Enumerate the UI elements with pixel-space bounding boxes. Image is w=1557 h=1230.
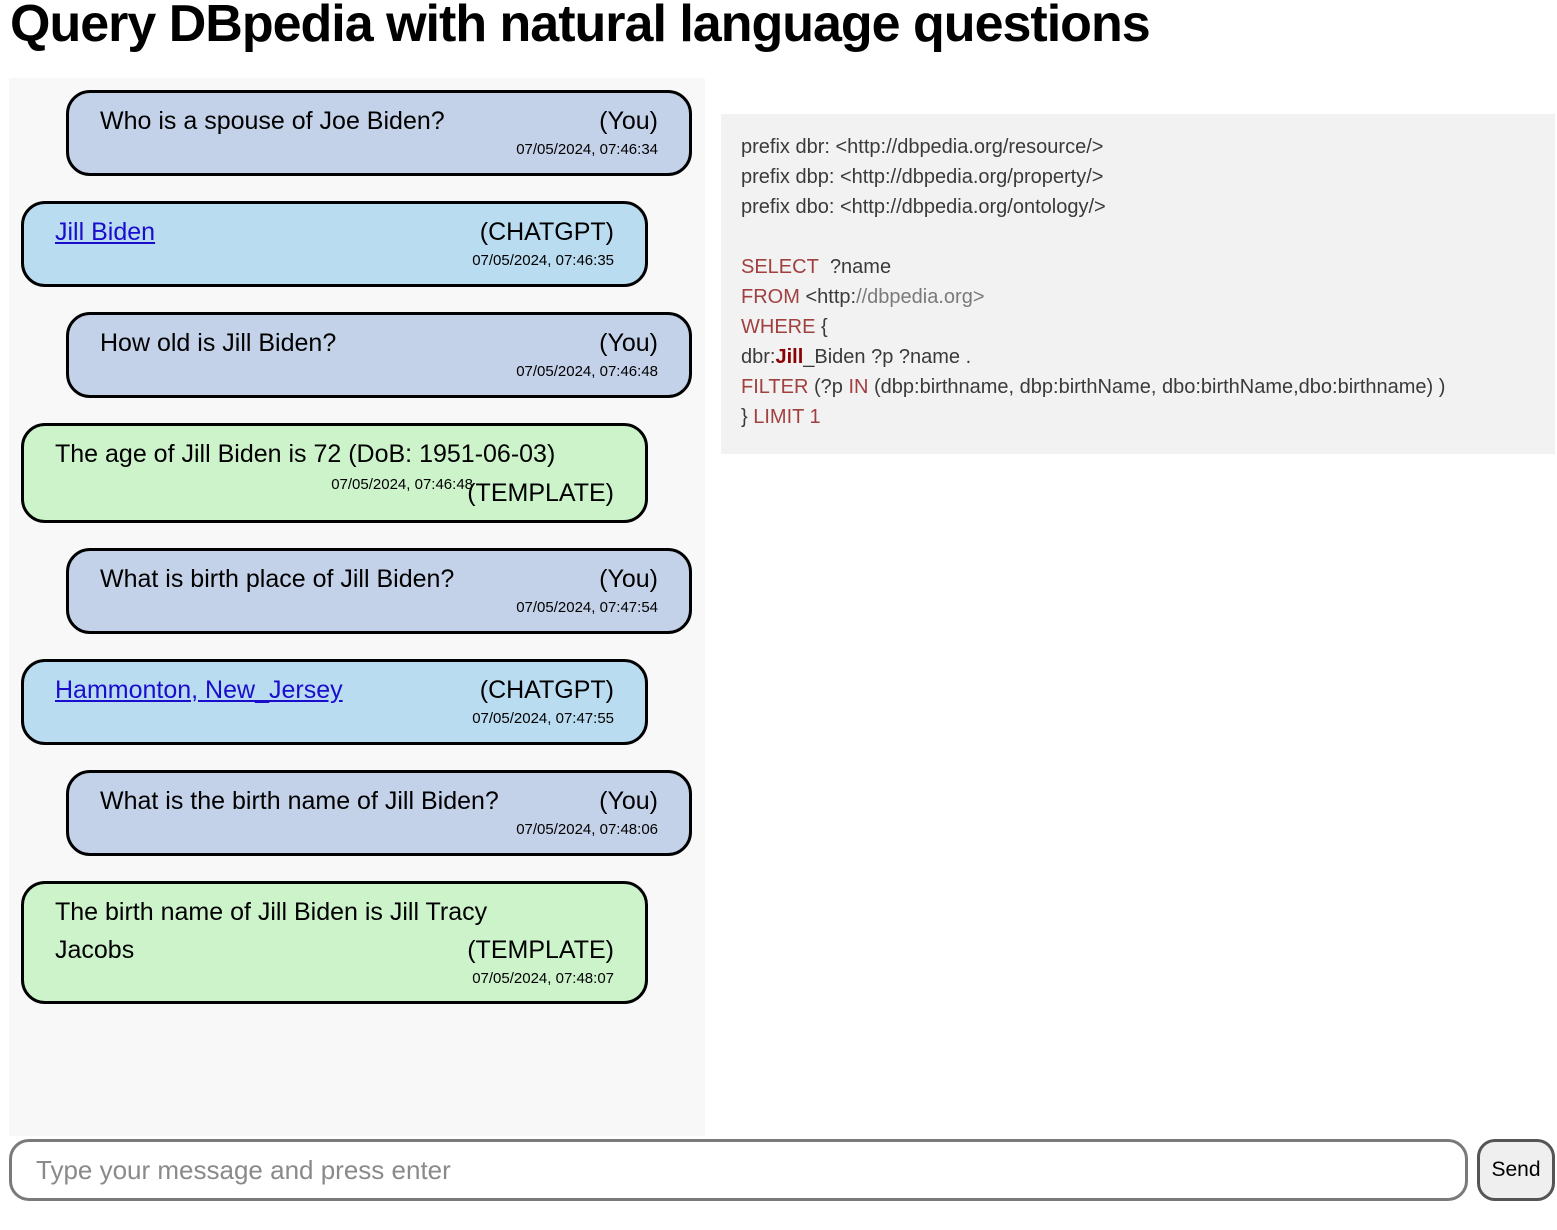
filter-line: FILTER (?p IN (dbp:birthname, dbp:birthN… xyxy=(741,372,1535,402)
user-message: How old is Jill Biden? (You) 07/05/2024,… xyxy=(66,312,692,398)
message-sender: (You) xyxy=(599,329,658,357)
filter-variable: (?p xyxy=(813,376,843,398)
triple-highlight: Jill xyxy=(775,346,804,368)
message-text: What is the birth name of Jill Biden? xyxy=(100,787,499,815)
prefix-line: prefix dbo: <http://dbpedia.org/ontology… xyxy=(741,196,1106,218)
triple-prefix: dbr: xyxy=(741,346,776,368)
message-timestamp: 07/05/2024, 07:46:34 xyxy=(516,141,658,158)
select-keyword: SELECT xyxy=(741,256,819,278)
close-brace: } xyxy=(741,406,748,428)
message-text: Who is a spouse of Joe Biden? xyxy=(100,107,445,135)
message-text-line: Jacobs xyxy=(55,936,135,964)
message-timestamp: 07/05/2024, 07:46:48 xyxy=(516,363,658,380)
chatgpt-message: Jill Biden (CHATGPT) 07/05/2024, 07:46:3… xyxy=(21,201,648,287)
from-uri-rest: //dbpedia.org> xyxy=(856,286,985,308)
prefix-line: prefix dbp: <http://dbpedia.org/property… xyxy=(741,166,1104,188)
message-timestamp: 07/05/2024, 07:46:48 xyxy=(331,476,473,493)
filter-keyword: FILTER xyxy=(741,376,809,398)
select-line: SELECT ?name xyxy=(741,252,1535,282)
message-timestamp: 07/05/2024, 07:48:07 xyxy=(472,970,614,987)
message-text: Jill Biden xyxy=(55,213,155,251)
filter-list: (dbp:birthname, dbp:birthName, dbo:birth… xyxy=(874,376,1446,398)
triple-line: dbr:Jill_Biden ?p ?name . xyxy=(741,342,1535,372)
chatgpt-message: Hammonton, New_Jersey (CHATGPT) 07/05/20… xyxy=(21,659,648,745)
open-brace: { xyxy=(821,316,828,338)
message-input[interactable] xyxy=(9,1139,1468,1201)
template-message: The birth name of Jill Biden is Jill Tra… xyxy=(21,881,648,1004)
message-text: The age of Jill Biden is 72 (DoB: 1951-0… xyxy=(55,440,556,468)
send-button[interactable]: Send xyxy=(1477,1139,1555,1201)
message-sender: (You) xyxy=(599,787,658,815)
blank-line xyxy=(741,222,1535,252)
select-variable: ?name xyxy=(829,256,892,278)
prefix-line: prefix dbr: <http://dbpedia.org/resource… xyxy=(741,136,1104,158)
where-keyword: WHERE xyxy=(741,316,816,338)
message-sender: (TEMPLATE) xyxy=(467,936,614,964)
message-timestamp: 07/05/2024, 07:46:35 xyxy=(472,252,614,269)
where-line: WHERE { xyxy=(741,312,1535,342)
from-uri-prefix: <http: xyxy=(805,286,857,308)
message-sender: (TEMPLATE) xyxy=(467,479,614,507)
message-sender: (You) xyxy=(599,107,658,135)
answer-link[interactable]: Jill Biden xyxy=(55,218,156,246)
message-timestamp: 07/05/2024, 07:47:54 xyxy=(516,599,658,616)
answer-link[interactable]: Hammonton, New_Jersey xyxy=(55,676,343,704)
message-sender: (CHATGPT) xyxy=(479,676,614,704)
template-message: The age of Jill Biden is 72 (DoB: 1951-0… xyxy=(21,423,648,523)
message-sender: (CHATGPT) xyxy=(479,218,614,246)
message-sender: (You) xyxy=(599,565,658,593)
limit-line: } LIMIT 1 xyxy=(741,402,1535,432)
message-timestamp: 07/05/2024, 07:48:06 xyxy=(516,821,658,838)
message-text: The birth name of Jill Biden is Jill Tra… xyxy=(55,893,487,969)
message-text: What is birth place of Jill Biden? xyxy=(100,565,455,593)
message-timestamp: 07/05/2024, 07:47:55 xyxy=(472,710,614,727)
message-text-line: The birth name of Jill Biden is Jill Tra… xyxy=(55,898,488,926)
user-message: What is the birth name of Jill Biden? (Y… xyxy=(66,770,692,856)
user-message: Who is a spouse of Joe Biden? (You) 07/0… xyxy=(66,90,692,176)
sparql-query-panel: prefix dbr: <http://dbpedia.org/resource… xyxy=(721,114,1555,454)
message-text: How old is Jill Biden? xyxy=(100,329,337,357)
chat-history[interactable]: Who is a spouse of Joe Biden? (You) 07/0… xyxy=(9,78,705,1136)
in-keyword: IN xyxy=(848,376,869,398)
user-message: What is birth place of Jill Biden? (You)… xyxy=(66,548,692,634)
limit-keyword: LIMIT 1 xyxy=(753,406,821,428)
triple-rest: _Biden ?p ?name . xyxy=(803,346,972,368)
page-title: Query DBpedia with natural language ques… xyxy=(10,0,1151,53)
message-text: Hammonton, New_Jersey xyxy=(55,671,343,709)
from-line: FROM <http://dbpedia.org> xyxy=(741,282,1535,312)
from-keyword: FROM xyxy=(741,286,800,308)
